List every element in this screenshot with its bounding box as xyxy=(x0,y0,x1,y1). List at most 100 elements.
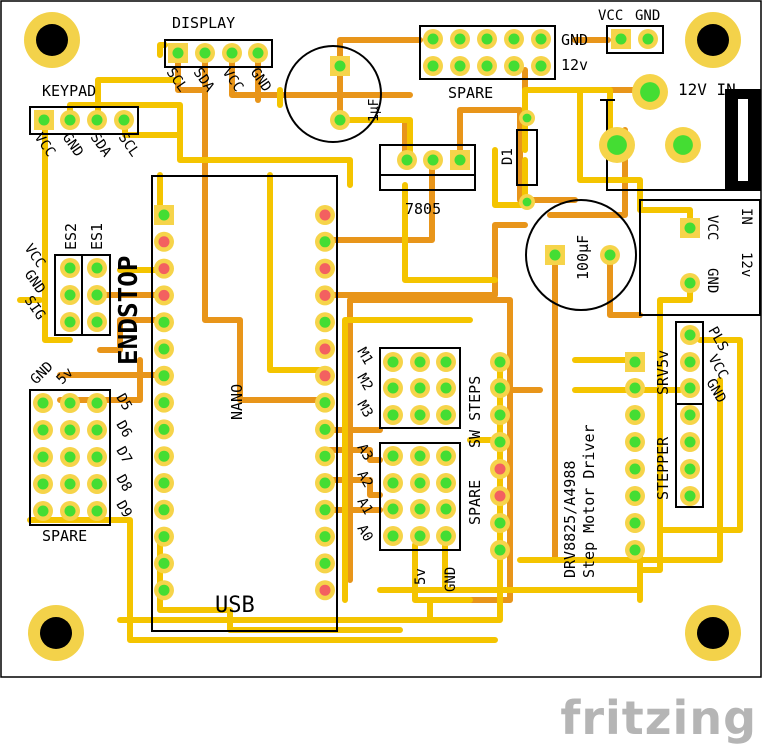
spare-left-pad xyxy=(60,474,80,494)
nano-pad xyxy=(154,339,174,359)
stepper-pad xyxy=(680,432,700,452)
d-pin-label: D6 xyxy=(113,418,135,441)
driver-pad xyxy=(625,432,645,452)
m-pin-label: M3 xyxy=(354,398,376,421)
d-pin-label: D5 xyxy=(113,391,135,414)
spare-left-pad xyxy=(87,474,107,494)
driver-pad xyxy=(625,513,645,533)
display-pad xyxy=(168,43,188,63)
m-pin-pad xyxy=(410,352,430,372)
vcc-top-label: VCC xyxy=(598,8,623,24)
a-pin-pad xyxy=(410,473,430,493)
vcc-pad xyxy=(611,29,631,49)
five-v-label: 5v xyxy=(413,568,429,585)
nano-pad xyxy=(154,499,174,520)
gnd-bottom-label: GND xyxy=(443,567,459,592)
driver-pad xyxy=(490,486,510,506)
v12-top-label: 12v xyxy=(561,56,588,74)
reg-pad xyxy=(423,150,443,170)
pads xyxy=(33,29,701,601)
cap1-pad xyxy=(330,56,350,76)
gnd-top-label: GND xyxy=(561,31,588,49)
m-pin-pad xyxy=(383,352,403,372)
nano-pad xyxy=(154,553,174,574)
jack-pad xyxy=(665,127,701,163)
driver-pad xyxy=(625,486,645,506)
nano-pad xyxy=(315,231,335,252)
m-pin-pad xyxy=(436,405,456,425)
m-pin-pad xyxy=(410,378,430,398)
spare-top-pad xyxy=(423,56,443,76)
nano-pad xyxy=(154,285,174,306)
stepper-label: STEPPER xyxy=(654,436,672,500)
cap2-label: 100µF xyxy=(574,235,592,280)
stepper-pad xyxy=(680,459,700,479)
es2-label: ES2 xyxy=(62,223,80,250)
es1-label: ES1 xyxy=(88,223,106,250)
driver-pad xyxy=(490,459,510,479)
nano-pad xyxy=(315,258,335,279)
a-pin-pad xyxy=(410,499,430,519)
terminal-pad xyxy=(680,273,700,293)
spare-top-pad xyxy=(423,29,443,49)
nano-pad xyxy=(154,231,174,252)
nano-pad xyxy=(154,473,174,493)
m-pin-pad xyxy=(436,352,456,372)
jack-pad xyxy=(599,127,635,163)
a-pin-pad xyxy=(410,446,430,466)
driver-pad xyxy=(490,378,510,398)
srv5v-label: SRV5v xyxy=(654,350,672,395)
spare-left-pad xyxy=(33,501,53,521)
spare-top-pad xyxy=(504,56,524,76)
endstop-pad xyxy=(60,258,80,278)
cap2-pad xyxy=(545,245,565,265)
keypad-pad xyxy=(87,110,107,130)
spare-left-pad xyxy=(60,393,80,413)
gnd-top2-label: GND xyxy=(635,8,660,24)
a-pin-label: A3 xyxy=(354,441,376,464)
endstop-label: ENDSTOP xyxy=(114,255,144,365)
a-pin-label: A2 xyxy=(354,468,376,491)
nano-pad xyxy=(315,473,335,493)
driver-pad xyxy=(490,405,510,425)
gnd-pad xyxy=(638,29,658,49)
m-pin-pad xyxy=(410,405,430,425)
endstop-pad xyxy=(87,258,107,278)
a-pin-pad xyxy=(436,526,456,546)
spare-top-pad xyxy=(477,29,497,49)
spare-left-pad xyxy=(87,420,107,440)
driver-pad xyxy=(625,378,645,398)
nano-pad xyxy=(154,446,174,467)
fritzing-logo: fritzing xyxy=(560,691,757,745)
driver-pad xyxy=(490,513,510,533)
nano-label: NANO xyxy=(228,384,246,420)
in-vcc-label: VCC xyxy=(704,215,720,240)
keypad-pad xyxy=(114,110,134,130)
reg-pad xyxy=(450,150,470,170)
spare-top-pad xyxy=(531,29,551,49)
d1-label: D1 xyxy=(500,148,516,165)
sw-steps-label: SW STEPS xyxy=(466,376,484,448)
reg-pad xyxy=(397,150,417,170)
m-pin-label: M1 xyxy=(354,345,376,368)
spare-left-pad xyxy=(87,393,107,413)
driver-pad xyxy=(625,405,645,425)
endstop-pad xyxy=(60,312,80,332)
driver-pad xyxy=(625,459,645,479)
spare-top-pad xyxy=(477,56,497,76)
nano-pad xyxy=(315,285,335,306)
spare-left-pad xyxy=(60,501,80,521)
spare-left-pad xyxy=(33,393,53,413)
nano-pad xyxy=(154,205,174,225)
mounting-holes xyxy=(24,12,741,661)
jack-pad xyxy=(632,74,668,110)
driver-pad xyxy=(490,540,510,560)
spare-left-pad xyxy=(33,420,53,440)
keypad-label: KEYPAD xyxy=(42,82,96,100)
driver-pad xyxy=(490,352,510,372)
spare-left-label: SPARE xyxy=(42,527,87,545)
m-pin-pad xyxy=(436,378,456,398)
nano-pad xyxy=(154,365,174,386)
spare-left-pad xyxy=(87,447,107,467)
